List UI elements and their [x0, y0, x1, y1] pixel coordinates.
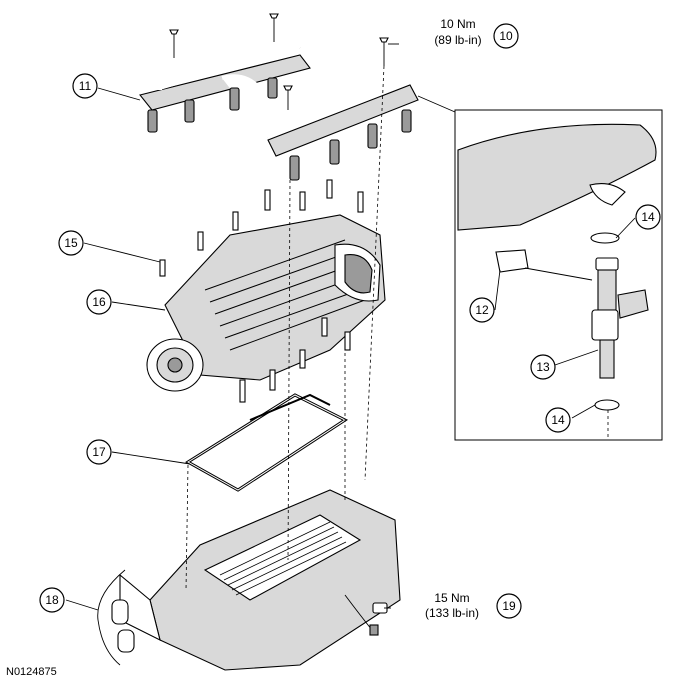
torque-metric-rail: 10 Nm: [440, 17, 475, 31]
torque-imperial-sensor: (133 lb-in): [425, 606, 479, 620]
callout-12: 12: [469, 297, 495, 323]
callout-16: 16: [86, 289, 112, 315]
svg-text:14: 14: [641, 210, 655, 224]
svg-text:18: 18: [45, 593, 59, 607]
torque-spec-sensor: 15 Nm (133 lb-in): [425, 591, 479, 620]
callout-14-bottom: 14: [545, 407, 571, 433]
torque-metric-sensor: 15 Nm: [434, 591, 469, 605]
svg-text:19: 19: [502, 599, 516, 613]
svg-text:12: 12: [475, 303, 489, 317]
svg-text:17: 17: [92, 445, 106, 459]
callout-19: 19: [496, 593, 522, 619]
fuel-rail-assembly: [139, 13, 419, 181]
inset-leader: [417, 95, 456, 113]
supercharger: [146, 179, 386, 403]
svg-text:11: 11: [79, 79, 92, 93]
torque-imperial-rail: (89 lb-in): [434, 33, 481, 47]
callout-11: 11: [72, 73, 98, 99]
callout-10: 10: [493, 23, 519, 49]
svg-text:15: 15: [64, 236, 78, 250]
callout-18: 18: [39, 587, 65, 613]
callout-17: 17: [86, 439, 112, 465]
gasket: [185, 393, 349, 492]
torque-spec-rail: 10 Nm (89 lb-in): [434, 17, 481, 47]
alignment-lines: [185, 65, 609, 591]
leader-lines: [65, 43, 636, 611]
figure-id: N0124875: [6, 666, 57, 678]
callout-14-top: 14: [635, 204, 661, 230]
injector-detail-inset: [454, 109, 663, 441]
svg-text:13: 13: [536, 360, 550, 374]
svg-text:14: 14: [551, 413, 565, 427]
svg-text:10: 10: [499, 29, 513, 43]
callout-13: 13: [530, 354, 556, 380]
intake-manifold: [97, 489, 401, 671]
callout-15: 15: [58, 230, 84, 256]
svg-text:16: 16: [92, 295, 106, 309]
